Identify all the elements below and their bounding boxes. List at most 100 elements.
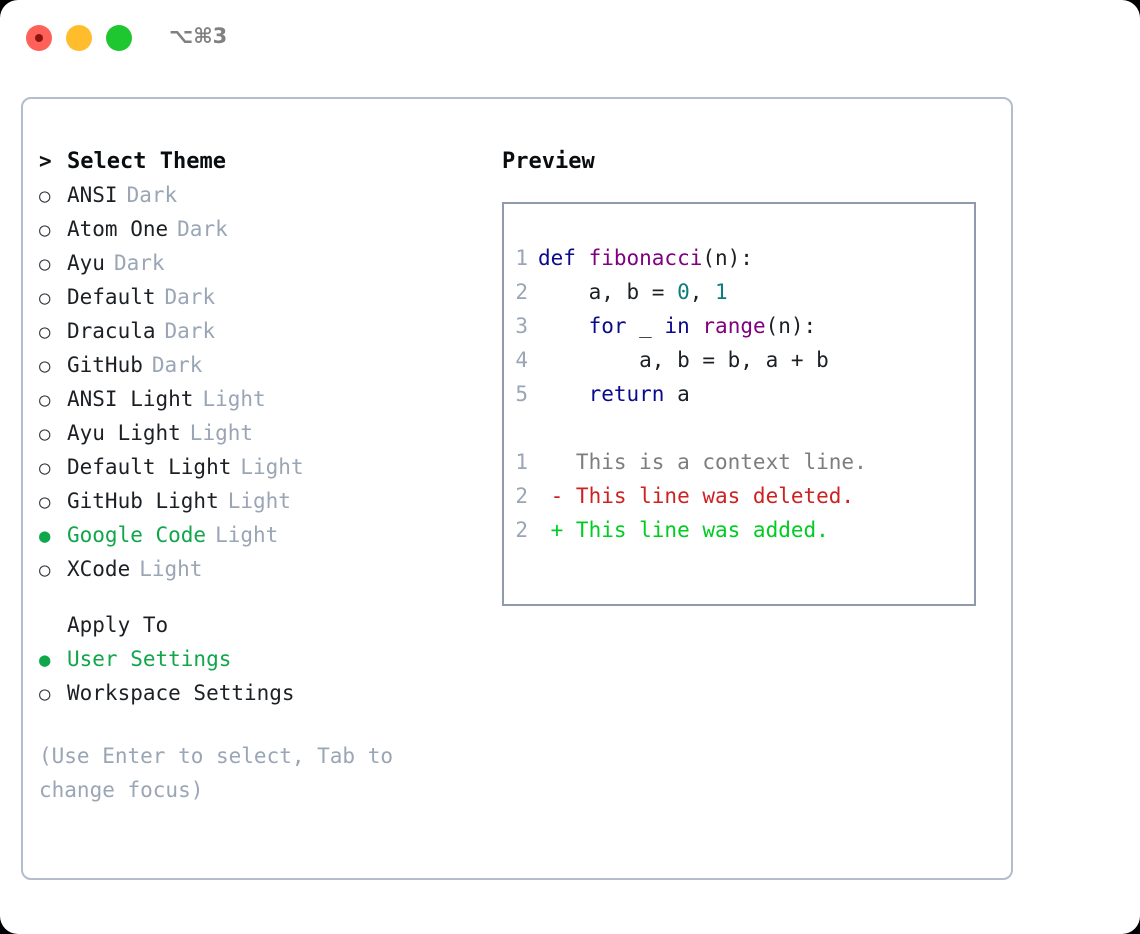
code-line: 3 for _ in range(n): <box>504 314 974 348</box>
theme-variant-badge: Light <box>202 387 266 411</box>
blank-marker <box>39 615 67 636</box>
theme-name: Default <box>67 285 156 309</box>
window-controls <box>26 25 132 51</box>
line-number: 4 <box>515 348 528 372</box>
code-token-fn: fibonacci <box>588 246 703 270</box>
radio-unselected-icon: ○ <box>39 683 51 705</box>
theme-variant-badge: Dark <box>164 319 216 343</box>
line-number: 2 <box>515 518 528 542</box>
code-token-pl: , <box>689 280 716 304</box>
theme-name: Atom One <box>67 217 169 241</box>
theme-name: ANSI Light <box>67 387 194 411</box>
theme-variant-badge: Dark <box>113 251 165 275</box>
spacer <box>39 591 499 613</box>
code-diff-spacer <box>504 416 974 450</box>
code-token-pl: a, b = b, a + b <box>538 348 829 372</box>
theme-name: Ayu Light <box>67 421 181 445</box>
theme-variant-badge: Light <box>215 523 279 547</box>
code-token-num: 1 <box>715 280 728 304</box>
code-token-pl: _ <box>626 314 665 338</box>
theme-option-github[interactable]: ○ GitHub Dark <box>39 353 499 387</box>
diff-line-ctx: 1 This is a context line. <box>504 450 974 484</box>
theme-name: Google Code <box>67 523 207 547</box>
line-number: 3 <box>515 314 528 338</box>
theme-variant-badge: Light <box>139 557 203 581</box>
code-token-pl: a <box>664 382 690 406</box>
code-text: a, b = b, a + b <box>538 348 829 372</box>
code-token-pl: (n): <box>702 246 753 270</box>
radio-unselected-icon: ○ <box>39 389 51 411</box>
theme-variant-badge: Light <box>189 421 254 445</box>
diff-text: - This line was deleted. <box>538 484 855 508</box>
radio-selected-icon: ● <box>39 525 51 547</box>
code-text: return a <box>538 382 690 406</box>
theme-name: Dracula <box>67 319 156 343</box>
apply-to-header: Apply To <box>39 613 499 647</box>
maximize-button[interactable] <box>106 25 132 51</box>
apply-to-option-label: User Settings <box>67 647 232 671</box>
theme-variant-badge: Light <box>227 489 291 513</box>
theme-name: GitHub Light <box>67 489 219 513</box>
radio-unselected-icon: ○ <box>39 219 51 241</box>
minimize-button[interactable] <box>66 25 92 51</box>
code-line: 2 a, b = 0, 1 <box>504 280 974 314</box>
theme-option-google-code[interactable]: ● Google Code Light <box>39 523 499 557</box>
radio-unselected-icon: ○ <box>39 355 51 377</box>
code-text: def fibonacci(n): <box>538 246 753 270</box>
theme-variant-badge: Light <box>240 455 304 479</box>
radio-unselected-icon: ○ <box>39 423 51 445</box>
code-line: 4 a, b = b, a + b <box>504 348 974 382</box>
theme-option-dracula[interactable]: ○ Dracula Dark <box>39 319 499 353</box>
diff-line-del: 2 - This line was deleted. <box>504 484 974 518</box>
apply-to-label: Apply To <box>67 613 169 637</box>
close-button[interactable] <box>26 25 52 51</box>
code-text: for _ in range(n): <box>538 314 817 338</box>
theme-variant-badge: Dark <box>126 183 178 207</box>
line-number: 2 <box>515 484 528 508</box>
radio-unselected-icon: ○ <box>39 321 51 343</box>
keyboard-hint: (Use Enter to select, Tab to change focu… <box>39 744 394 802</box>
keyboard-shortcut-label: ⌥⌘3 <box>169 24 228 48</box>
radio-unselected-icon: ○ <box>39 491 51 513</box>
code-token-num: 0 <box>677 280 690 304</box>
code-token-pl <box>690 314 703 338</box>
theme-name: GitHub <box>67 353 143 377</box>
apply-to-option-user-settings[interactable]: ●User Settings <box>39 647 499 681</box>
diff-line-add: 2 + This line was added. <box>504 518 974 552</box>
diff-text: + This line was added. <box>538 518 829 542</box>
diff-sample: 1 This is a context line.2 - This line w… <box>504 450 974 552</box>
code-token-pl: (n): <box>765 314 817 338</box>
apply-to-option-workspace-settings[interactable]: ○ Workspace Settings <box>39 681 499 715</box>
theme-name: ANSI <box>67 183 118 207</box>
apply-to-option-label: Workspace Settings <box>67 681 295 705</box>
code-token-kw: for <box>588 314 627 338</box>
theme-option-ansi-light[interactable]: ○ ANSI Light Light <box>39 387 499 421</box>
code-line: 1 def fibonacci(n): <box>504 246 974 280</box>
code-text: a, b = 0, 1 <box>538 280 728 304</box>
apply-to-options-list: ●User Settings○ Workspace Settings <box>39 647 499 715</box>
code-token-pl <box>538 314 589 338</box>
code-token-pl <box>538 382 589 406</box>
theme-option-ayu-light[interactable]: ○ Ayu Light Light <box>39 421 499 455</box>
page-title: Select Theme <box>67 149 226 174</box>
title-bar: ⌥⌘3 <box>0 0 1140 78</box>
line-number: 1 <box>515 246 528 270</box>
theme-name: XCode <box>67 557 131 581</box>
theme-variant-badge: Dark <box>151 353 203 377</box>
line-number: 5 <box>515 382 528 406</box>
code-line: 5 return a <box>504 382 974 416</box>
radio-unselected-icon: ○ <box>39 253 51 275</box>
code-token-kw: def <box>538 246 589 270</box>
theme-option-github-light[interactable]: ○ GitHub Light Light <box>39 489 499 523</box>
